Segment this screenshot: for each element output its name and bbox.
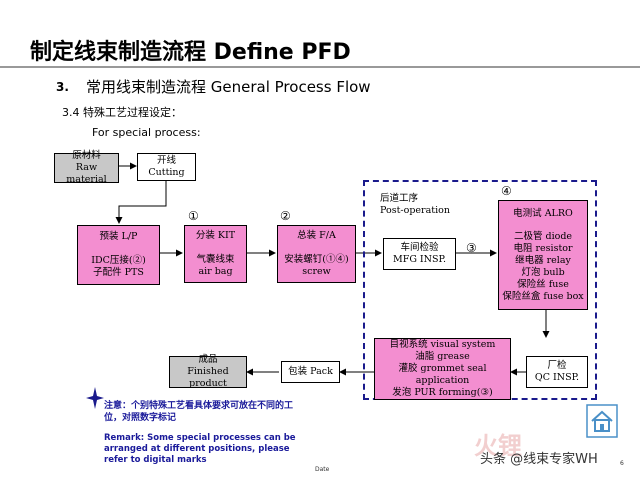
final-assembly-box: 总装 F/A 安装螺钉(①④) screw — [277, 225, 356, 283]
marker-3: ③ — [466, 241, 477, 255]
kit-box: 分装 KIT 气囊线束 air bag — [184, 225, 247, 283]
marker-2: ② — [280, 209, 291, 223]
compass-star-icon — [86, 387, 104, 409]
visual-system-box: 目视系统 visual system 油脂 grease 灌胶 grommet … — [374, 338, 511, 400]
electrical-test-box: 电测试 ALRO 二极管 diode 电阻 resistor 继电器 relay… — [498, 200, 588, 310]
title-divider — [0, 66, 640, 68]
home-icon[interactable] — [586, 404, 618, 438]
arrow-cutting-to-preassembly — [115, 181, 167, 224]
marker-1: ① — [188, 209, 199, 223]
subsection-title: 3.4 特殊工艺过程设定： — [62, 106, 182, 119]
section-title: 常用线束制造流程 General Process Flow — [86, 78, 371, 96]
remark-english: Remark: Some special processes can be ar… — [104, 433, 296, 466]
preassembly-box: 预装 L/P IDC压接(②) 子配件 PTS — [77, 225, 160, 285]
marker-4: ④ — [501, 184, 512, 198]
qc-inspection-box: 厂检 QC INSP. — [526, 356, 588, 388]
footer-date: Date — [315, 466, 330, 473]
cutting-box: 开线 Cutting — [137, 153, 196, 181]
finished-product-box: 成品 Finished product — [169, 354, 247, 389]
pack-box: 包装 Pack — [281, 361, 340, 383]
post-operation-label: 后道工序 Post-operation — [380, 193, 450, 216]
watermark-text: 头条 @线束专家WH — [480, 452, 598, 467]
raw-material-box: 原材料 Raw material — [54, 150, 119, 185]
watermark-logo: 火锂 — [474, 432, 522, 460]
page-title: 制定线束制造流程 Define PFD — [30, 40, 351, 65]
note-chinese: 注意：个别特殊工艺看具体要求可放在不同的工位，对照数字标记 — [104, 401, 294, 423]
mfg-inspection-box: 车间检验 MFG INSP. — [383, 238, 456, 270]
special-process-label: For special process: — [92, 126, 201, 139]
section-number: 3. — [56, 80, 69, 94]
page-number: 6 — [620, 460, 624, 467]
